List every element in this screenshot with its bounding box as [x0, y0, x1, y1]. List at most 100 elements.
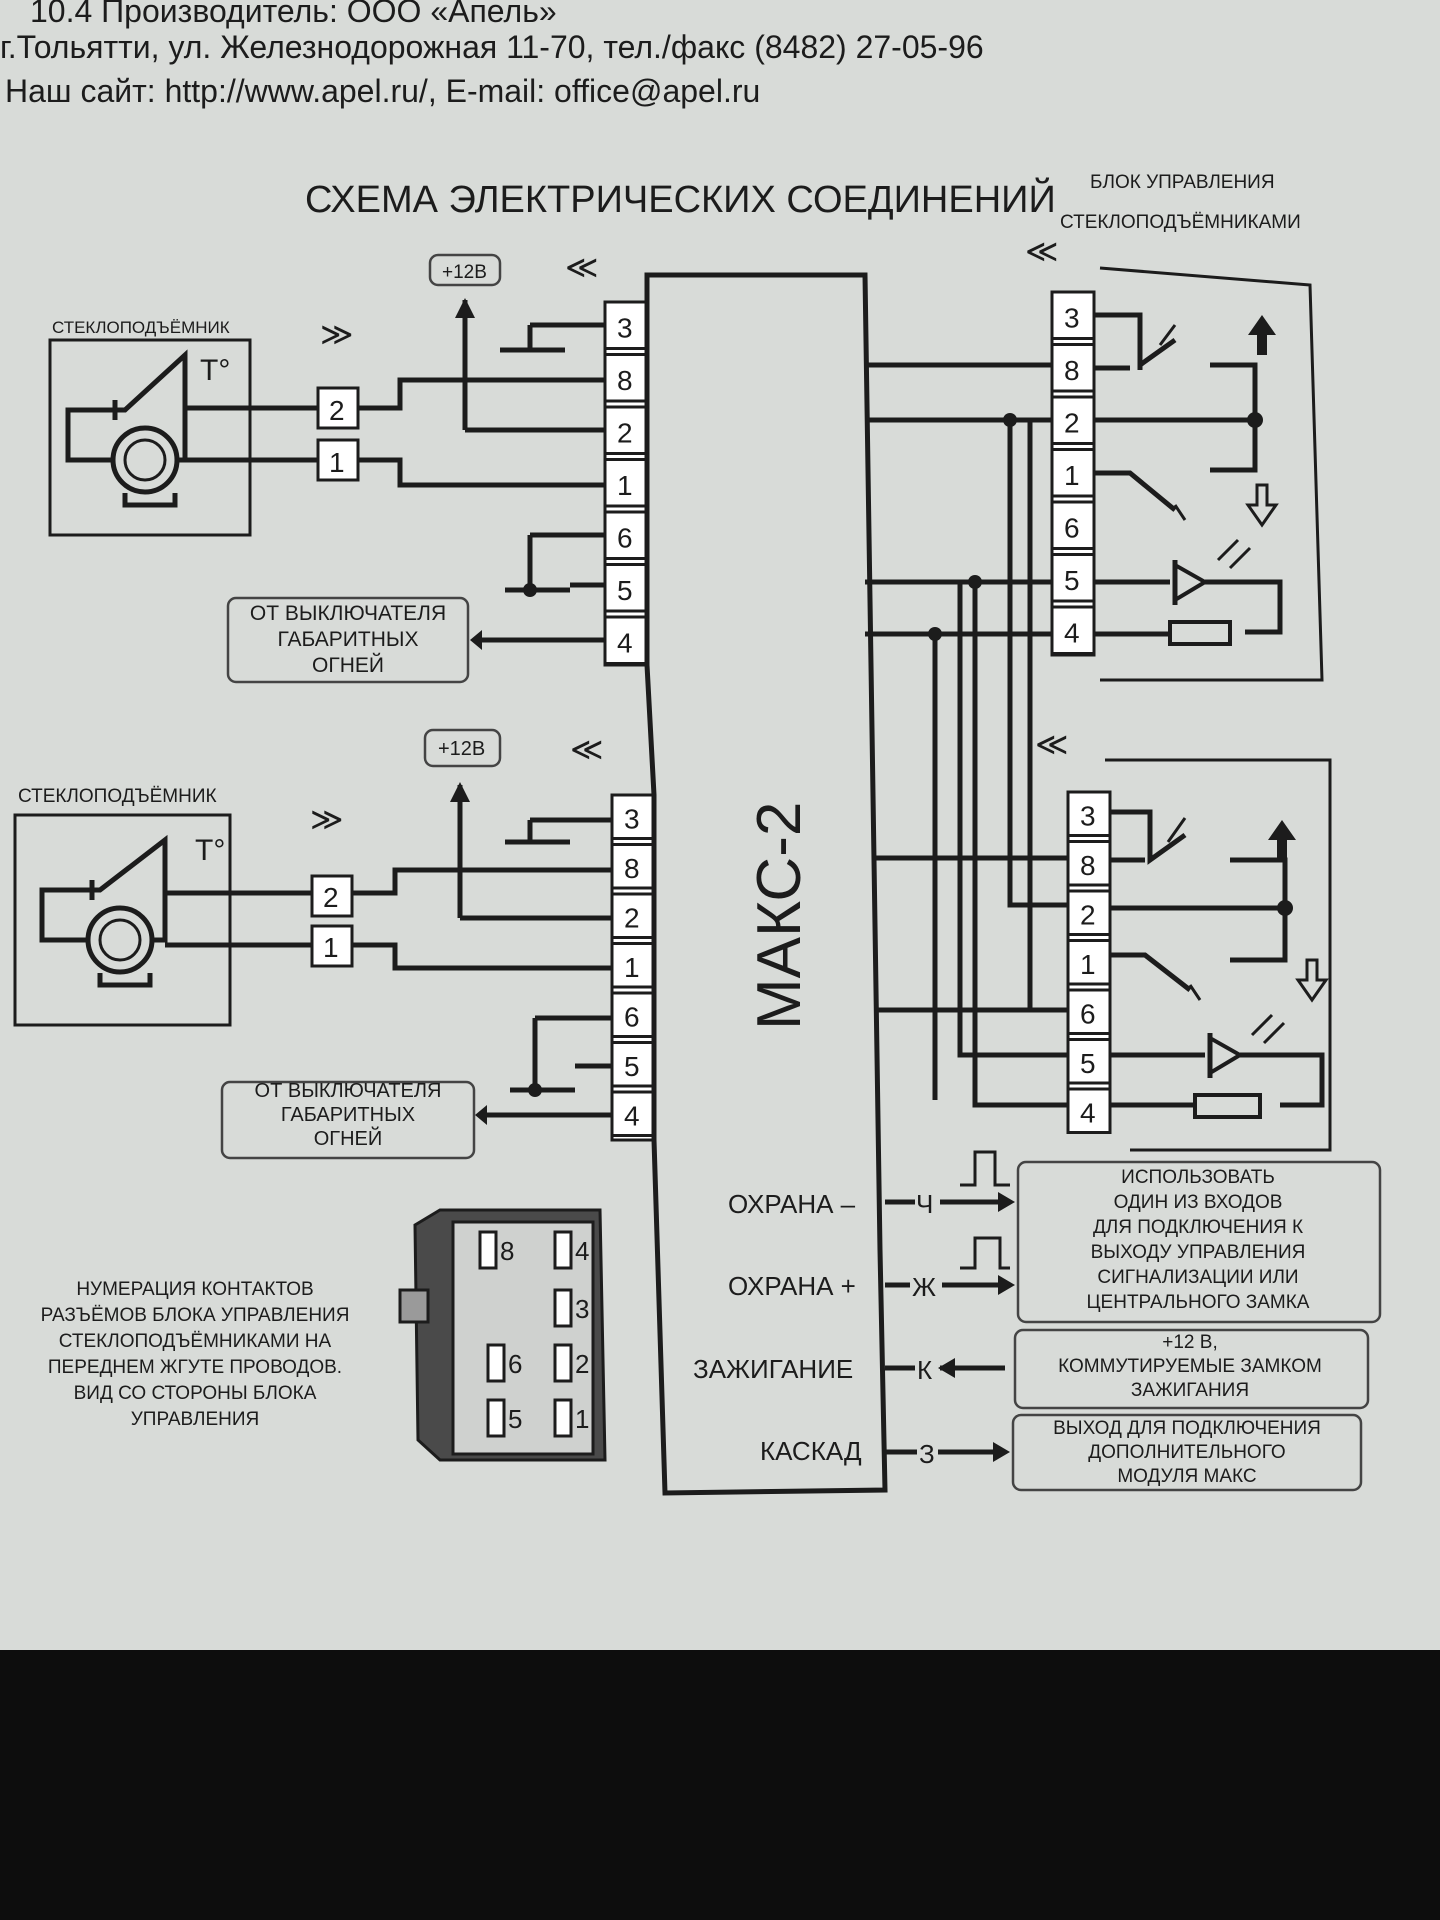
plus12-label-top: +12В [442, 262, 487, 283]
left-bottom-pin-5 [610, 1041, 656, 1088]
connector-slot-label: 5 [508, 1404, 522, 1434]
left-bottom-pin-3 [610, 793, 656, 840]
motor-icon [39, 834, 168, 988]
connector-slot-label: 1 [575, 1404, 589, 1434]
control-block-top [1099, 266, 1324, 682]
output-security-minus-label: ОХРАНА – [728, 1189, 856, 1219]
right-bottom-pin-label: 4 [1080, 1098, 1096, 1129]
connector-caption-line: СТЕКЛОПОДЪЁМНИКАМИ НА [59, 1331, 332, 1352]
motor-pin-2-bottom [310, 874, 354, 918]
left-top-pin-label: 8 [617, 365, 633, 396]
plus12-badge-bottom [423, 728, 502, 768]
lights-note-top-1: ОТ ВЫКЛЮЧАТЕЛЯ [250, 602, 446, 625]
marker-out-right-bottom: ≪ [1035, 726, 1069, 762]
cascade-note-box [1011, 1413, 1363, 1492]
right-top-pin-4 [1050, 605, 1096, 655]
header-line1: 10.4 Производитель: ООО «Апель» [30, 0, 557, 29]
down-arrow-icon [1295, 958, 1329, 1003]
left-top-pin-label: 3 [617, 313, 633, 344]
right-top-pin-label: 3 [1064, 303, 1080, 334]
right-bottom-pin-label: 1 [1080, 949, 1096, 980]
connector-slot-label: 2 [575, 1349, 589, 1379]
connector-caption-line: ВИД СО СТОРОНЫ БЛОКА [74, 1383, 317, 1404]
control-block-label-1: БЛОК УПРАВЛЕНИЯ [1090, 172, 1275, 193]
right-top-pin-2 [1050, 395, 1096, 445]
output-cascade-label: КАСКАД [760, 1436, 862, 1466]
header-line3: Наш сайт: http://www.apel.ru/, E-mail: o… [5, 73, 760, 109]
cascade-line: ВЫХОД ДЛЯ ПОДКЛЮЧЕНИЯ [1053, 1418, 1321, 1439]
marker-out-bottom: ≪ [570, 731, 604, 767]
negative-pulse-icon [960, 1150, 1010, 1187]
lights-note-bottom [220, 1080, 476, 1160]
left-bottom-pin-8 [610, 843, 656, 890]
security-line: ЦЕНТРАЛЬНОГО ЗАМКА [1087, 1292, 1310, 1313]
resistor-top [1168, 620, 1232, 646]
right-top-pin-1 [1050, 448, 1096, 498]
down-arrow-icon [1245, 483, 1279, 528]
temp-sensor-top: T° [200, 354, 230, 387]
module-body [644, 272, 888, 1496]
right-bottom-pin-1 [1066, 939, 1112, 986]
lights-note-bottom-3: ОГНЕЙ [314, 1126, 383, 1150]
output-ignition-letter: К [917, 1355, 932, 1385]
security-line: ОДИН ИЗ ВХОДОВ [1114, 1192, 1283, 1213]
right-bottom-pin-label: 2 [1080, 900, 1096, 931]
left-top-pin-4 [603, 615, 649, 665]
connector-slot-label: 8 [500, 1236, 514, 1266]
security-line: ВЫХОДУ УПРАВЛЕНИЯ [1091, 1242, 1306, 1263]
left-top-pin-label: 1 [617, 470, 633, 501]
ignition-line: +12 В, [1162, 1332, 1217, 1353]
motor-pin-2-label-top: 2 [329, 395, 345, 426]
right-bottom-pin-5 [1066, 1038, 1112, 1085]
resistor-bottom [1193, 1093, 1262, 1119]
connector-slot-label: 4 [575, 1236, 589, 1266]
temp-sensor-bottom: T° [195, 834, 225, 867]
lights-note-top-2: ГАБАРИТНЫХ [278, 628, 419, 651]
connector-slot [553, 1398, 573, 1438]
right-top-pin-label: 8 [1064, 355, 1080, 386]
right-bottom-pin-8 [1066, 840, 1112, 887]
right-top-pin-5 [1050, 553, 1096, 603]
left-bottom-pin-1 [610, 942, 656, 989]
left-top-pin-3 [603, 300, 649, 350]
output-security-plus: ОХРАНА + Ж [728, 1236, 1015, 1302]
motor-icon [65, 349, 188, 508]
cascade-line: МОДУЛЯ МАКС [1117, 1466, 1256, 1487]
left-bottom-pin-label: 6 [624, 1002, 640, 1033]
output-cascade-letter: З [919, 1439, 935, 1469]
security-line: ДЛЯ ПОДКЛЮЧЕНИЯ К [1093, 1217, 1303, 1238]
connector-slot [486, 1398, 506, 1438]
right-bottom-pin-label: 6 [1080, 999, 1096, 1030]
left-top-pin-1 [603, 458, 649, 508]
control-block-bottom [1105, 758, 1332, 1152]
output-security-plus-label: ОХРАНА + [728, 1271, 856, 1301]
right-bottom-pin-label: 8 [1080, 850, 1096, 881]
lights-note-top-3: ОГНЕЙ [312, 653, 384, 677]
motor-pin-1-label-bottom: 1 [323, 932, 339, 963]
output-security-minus-letter: Ч [916, 1189, 933, 1219]
marker-in-bottom: ≫ [310, 801, 344, 837]
led-icon [1094, 538, 1283, 635]
connector-caption-line: ПЕРЕДНЕМ ЖГУТЕ ПРОВОДОВ. [48, 1357, 342, 1378]
motor-label-top: СТЕКЛОПОДЪЁМНИК [52, 318, 230, 337]
right-bottom-pin-2 [1066, 889, 1112, 936]
right-top-pin-label: 4 [1064, 618, 1080, 649]
header-line2: г.Тольятти, ул. Железнодорожная 11-70, т… [0, 29, 984, 65]
connector-caption-line: УПРАВЛЕНИЯ [131, 1409, 260, 1430]
marker-in-top: ≫ [320, 316, 354, 352]
left-bottom-pin-label: 1 [624, 952, 640, 983]
left-top-pin-label: 4 [617, 628, 633, 659]
up-arrow-icon [1248, 315, 1276, 355]
motor-label-bottom: СТЕКЛОПОДЪЁМНИК [18, 786, 217, 807]
motor-pin-1-top [316, 438, 360, 482]
security-line: ИСПОЛЬЗОВАТЬ [1121, 1167, 1275, 1188]
left-top-pin-label: 5 [617, 575, 633, 606]
right-top-pin-6 [1050, 500, 1096, 550]
motor-box-top [48, 338, 252, 537]
ignition-note-box [1013, 1328, 1370, 1410]
connector-slot [478, 1230, 498, 1270]
control-block-label-2: СТЕКЛОПОДЪЁМНИКАМИ [1060, 212, 1301, 233]
connector-slot-label: 6 [508, 1349, 522, 1379]
left-bottom-pin-label: 3 [624, 804, 640, 835]
